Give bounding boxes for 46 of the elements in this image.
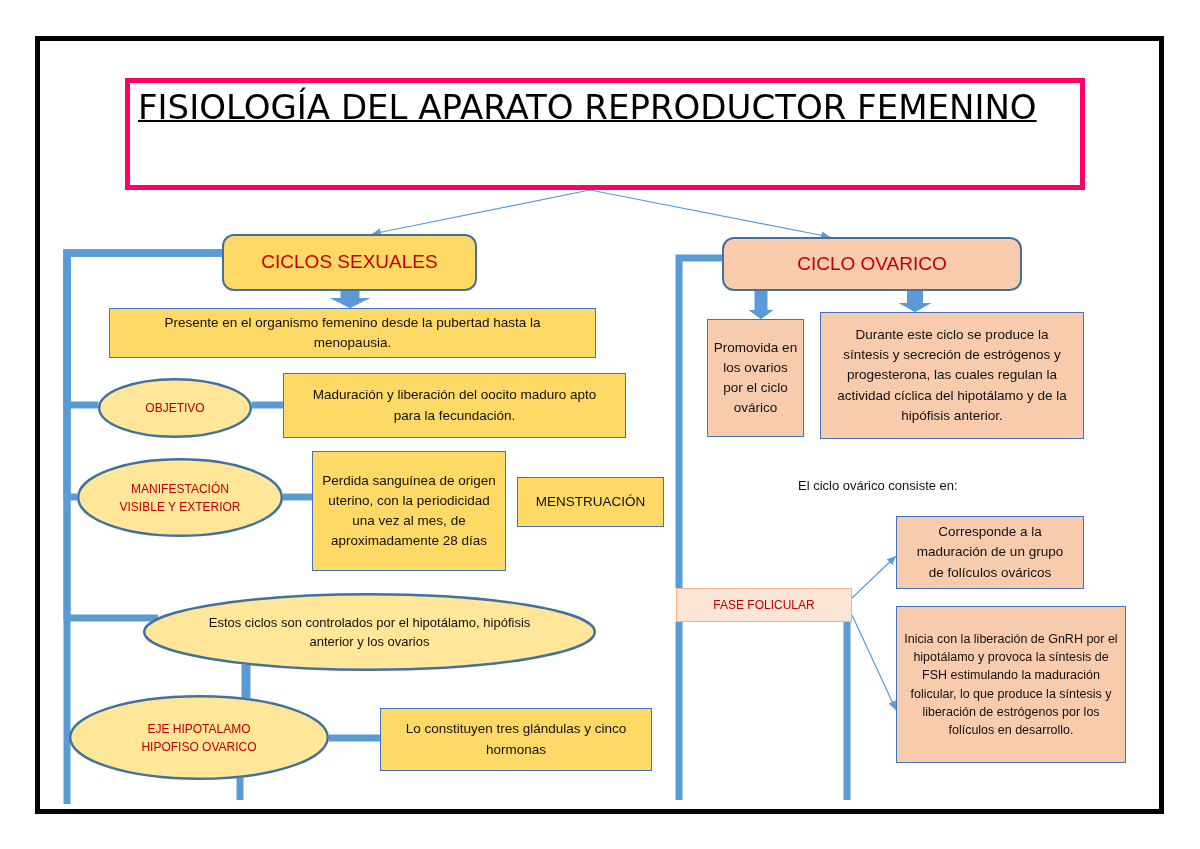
oval-shape xyxy=(77,458,283,537)
title-box xyxy=(125,78,1085,190)
concept-label: Estos ciclos son controlados por el hipotálamo, hipófisis anterior y los ovarios xyxy=(207,613,532,651)
block-arrow xyxy=(329,291,371,308)
text-box xyxy=(896,516,1084,589)
oval-shape xyxy=(143,593,596,671)
rounded-box xyxy=(722,237,1022,291)
block-arrow xyxy=(748,291,774,319)
text-box xyxy=(312,451,506,571)
description-text: FASE FOLICULAR xyxy=(713,597,815,614)
heading-text: CICLO OVARICO xyxy=(797,251,947,276)
concept-label: OBJETIVO xyxy=(145,400,205,417)
text-box xyxy=(283,373,626,438)
concept-label: MANIFESTACIÓN VISIBLE Y EXTERIOR xyxy=(118,480,242,516)
text-box xyxy=(896,606,1126,763)
text-box xyxy=(707,319,804,437)
connector-bar xyxy=(675,254,722,588)
oval-shape xyxy=(98,378,252,438)
connector-bar xyxy=(241,664,251,698)
arrow xyxy=(851,555,897,599)
description-text: Presente en el organismo femenino desde la pubertad hasta la menopausia. xyxy=(163,313,542,352)
connector-bar xyxy=(329,734,380,742)
connector-bar xyxy=(251,401,283,409)
note-text: El ciclo ovárico consiste en: xyxy=(798,478,958,493)
oval-shape xyxy=(69,695,329,780)
description-text: Corresponde a la maduración de un grupo de folículos ováricos xyxy=(915,523,1065,582)
description-text: Perdida sanguínea de origen uterino, con la periodicidad una vez al mes, de aproximadamente 28 días xyxy=(321,471,497,551)
description-text: Inicia con la liberación de GnRH por el hipotálamo y provoca la síntesis de FSH estimulando la maduración folicular, lo que produce la síntesis y liberación de estrógenos por los folículos en desarrollo. xyxy=(903,631,1119,739)
text-box xyxy=(380,708,652,771)
text-box xyxy=(517,477,664,527)
description-text: Maduración y liberación del oocito maduro apto para la fecundación. xyxy=(311,386,598,425)
text-box xyxy=(676,588,852,622)
description-text: Lo constituyen tres glándulas y cinco hormonas xyxy=(404,720,628,759)
description-text: Durante este ciclo se produce la síntesis y secreción de estrógenos y progesterona, las cuales regulan la actividad cíclica del hipotálamo y de la hipófisis anterior. xyxy=(836,325,1068,425)
description-text: MENSTRUACIÓN xyxy=(535,492,646,511)
text-box xyxy=(820,312,1084,439)
concept-label: EJE HIPOTALAMO HIPOFISO OVARICO xyxy=(140,720,258,756)
connector-bar xyxy=(283,493,312,501)
rounded-box xyxy=(222,234,477,291)
arrow xyxy=(371,189,591,237)
block-arrow xyxy=(898,291,932,312)
heading-text: CICLOS SEXUALES xyxy=(261,250,438,275)
title-text: FISIOLOGÍA DEL APARATO REPRODUCTOR FEMENINO xyxy=(138,86,1037,129)
description-text: Promovida en los ovarios por el ciclo ovárico xyxy=(712,338,799,418)
text-box xyxy=(109,308,596,358)
arrow xyxy=(851,614,897,711)
